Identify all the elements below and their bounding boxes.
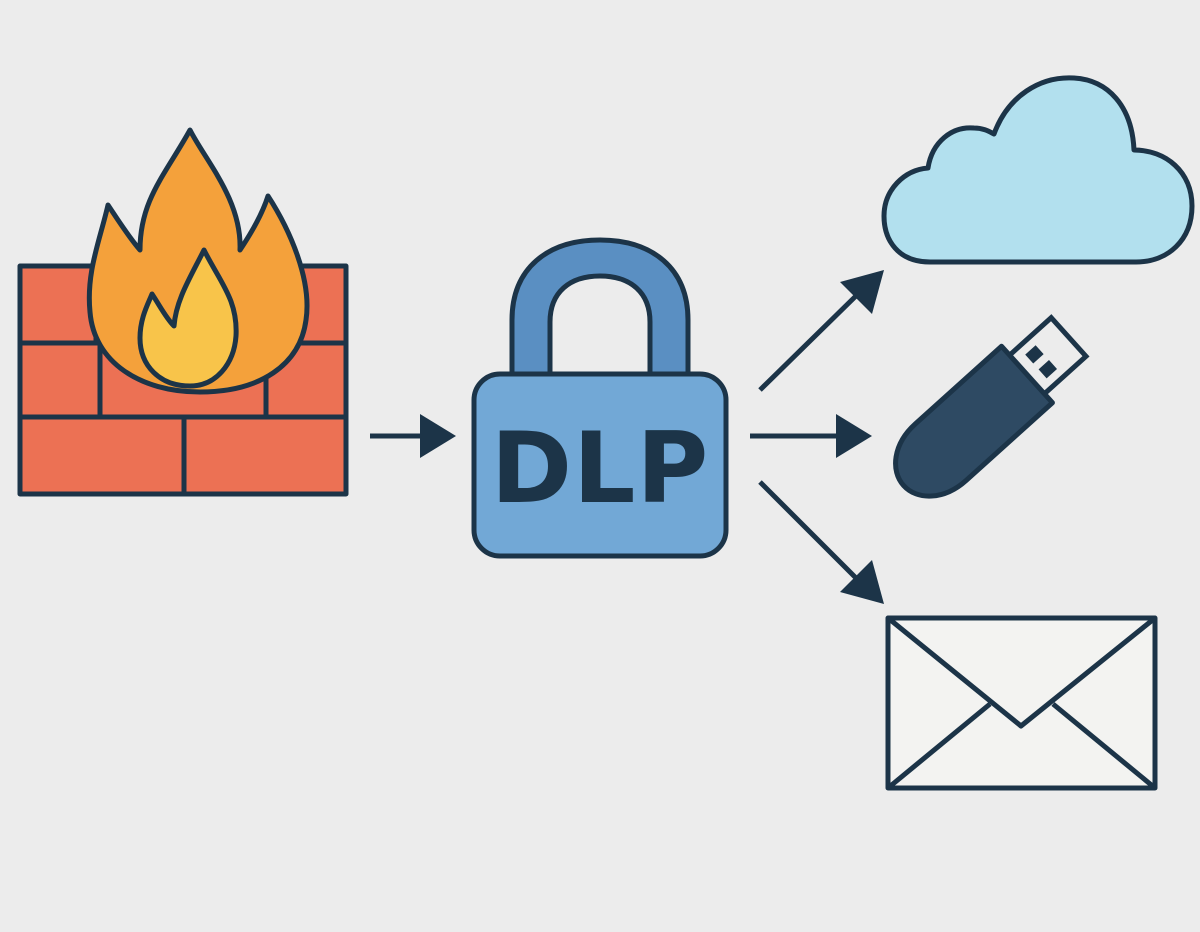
dlp-label: DLP [491,412,710,526]
firewall-icon [17,127,349,497]
usb-drive-icon [893,314,1090,499]
envelope-icon [885,615,1158,791]
flame-icon [86,127,310,395]
padlock-shackle [509,237,691,385]
arrow-lock-to-cloud [758,270,884,392]
padlock-icon: DLP [471,237,729,559]
inner-flame [137,247,239,389]
padlock-body [471,371,729,559]
arrow-firewall-to-lock [370,414,456,458]
arrow-lock-to-usb [750,414,872,458]
usb-body [893,343,1055,499]
cloud-icon [881,75,1195,265]
arrow-lock-to-email [758,480,884,604]
